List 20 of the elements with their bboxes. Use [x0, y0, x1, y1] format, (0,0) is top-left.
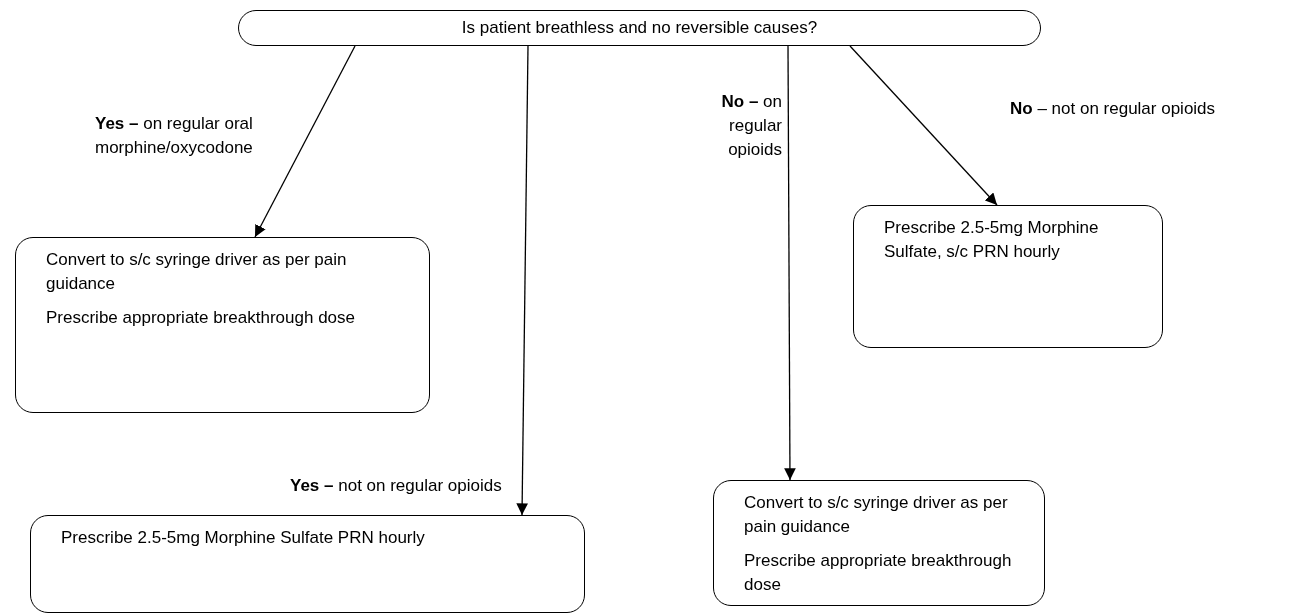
node-text: Prescribe appropriate breakthrough dose: [46, 307, 357, 329]
action-box: [713, 480, 1045, 606]
node-text: Prescribe 2.5-5mg Morphine Sulfate, s/c PRN hourly: [884, 217, 1100, 263]
action-box: [15, 237, 430, 413]
action-box: [853, 205, 1163, 348]
edge-label: Yes – not on regular opioids: [290, 475, 503, 497]
node-text: Convert to s/c syringe driver as per pain guidance: [744, 492, 1009, 538]
edge-label: No – not on regular opioids: [1010, 98, 1217, 120]
node-text: Convert to s/c syringe driver as per pain guidance: [46, 249, 348, 295]
arrow: [516, 45, 529, 516]
edge-label: Yes – on regular oral morphine/oxycodone: [95, 113, 254, 159]
arrow: [849, 45, 998, 206]
action-box: [30, 515, 585, 613]
node-text: Prescribe 2.5-5mg Morphine Sulfate PRN hourly: [61, 527, 426, 549]
edge-label: No – on regular opioids: [720, 91, 782, 161]
node-text: Prescribe appropriate breakthrough dose: [744, 550, 1013, 596]
arrow: [254, 45, 356, 238]
decision-box: [238, 10, 1041, 46]
node-text: Is patient breathless and no reversible causes?: [460, 17, 819, 39]
arrow: [784, 45, 796, 481]
